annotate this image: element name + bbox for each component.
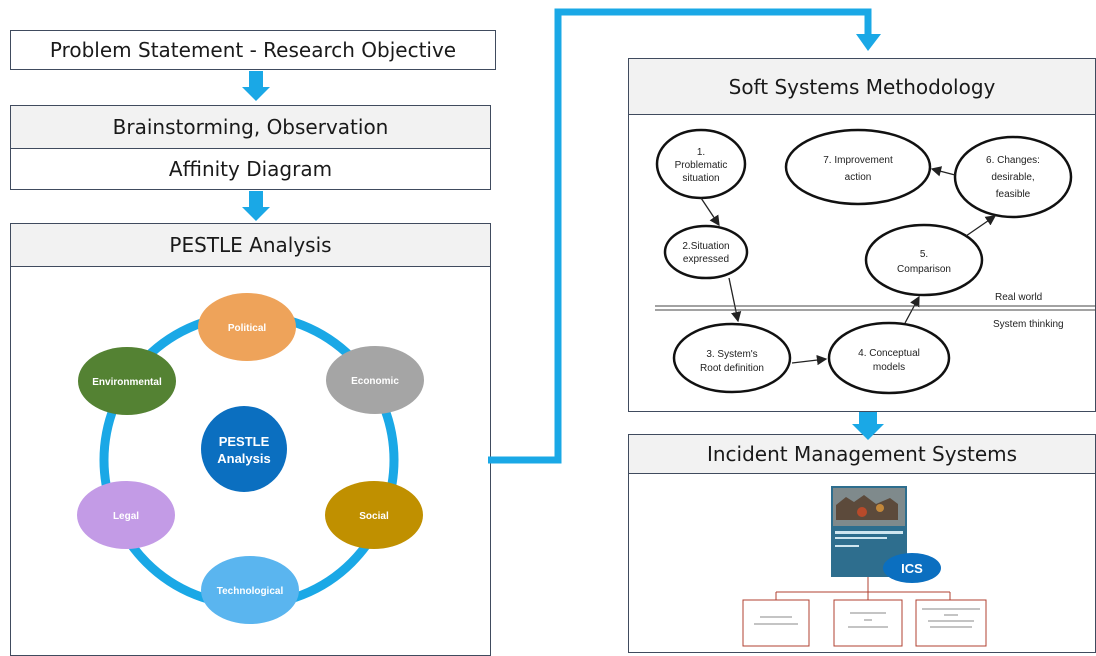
ssm-stage-6-line1: 6. Changes: (986, 155, 1040, 166)
connector-pestle-to-ssm (488, 8, 872, 464)
ics-book-cover (831, 486, 907, 577)
ssm-stage-4-line2: models (873, 362, 905, 373)
ssm-stage-6 (953, 135, 1073, 219)
ics-org-scribbles (754, 608, 980, 628)
social-ellipse (325, 481, 423, 549)
affinity-diagram-label: Affinity Diagram (168, 157, 333, 181)
political-label: Political (228, 323, 267, 334)
social-label: Social (359, 511, 389, 522)
ssm-stage-3 (672, 322, 792, 394)
ssm-stage-4 (827, 321, 951, 395)
ssm-stage-3-line1: 3. System's (706, 349, 757, 360)
pestle-title: PESTLE Analysis (169, 233, 332, 257)
ssm-stage-6-line2: desirable, (991, 172, 1034, 183)
ssm-real-world-label: Real world (995, 292, 1042, 303)
ims-header: Incident Management Systems (628, 434, 1096, 474)
ssm-stage-5 (864, 223, 984, 297)
ssm-stage-2 (663, 224, 749, 280)
ssm-stage-5-line1: 5. (920, 249, 928, 260)
technological-ellipse (201, 556, 299, 624)
pestle-center-line1: PESTLE (219, 434, 270, 449)
technological-label: Technological (217, 586, 284, 597)
ssm-stage-6-line3: feasible (996, 189, 1031, 200)
ics-org-box-middle (833, 599, 903, 647)
ics-badge-label: ICS (901, 561, 923, 576)
economic-label: Economic (351, 376, 399, 387)
ssm-stage-2-line2: expressed (683, 254, 729, 265)
down-arrow-3 (852, 412, 884, 440)
ssm-stage-5-line2: Comparison (897, 264, 951, 275)
ssm-stage-2-line1: 2.Situation (682, 241, 729, 252)
environmental-label: Environmental (92, 377, 162, 388)
affinity-diagram-box: Affinity Diagram (10, 148, 491, 190)
legal-ellipse (77, 481, 175, 549)
ssm-stage-4-line1: 4. Conceptual (858, 348, 920, 359)
ims-title: Incident Management Systems (706, 442, 1018, 466)
pestle-center-line2: Analysis (217, 451, 270, 466)
ics-org-box-left (742, 599, 810, 647)
ics-badge (883, 553, 941, 583)
down-arrow-1 (242, 71, 270, 101)
problem-statement-label: Problem Statement - Research Objective (49, 38, 457, 62)
brainstorming-label: Brainstorming, Observation (112, 115, 389, 139)
ssm-system-thinking-label: System thinking (993, 319, 1064, 330)
ssm-stage-1-line1: 1. (697, 147, 705, 158)
pestle-center (201, 406, 287, 492)
ics-org-lines (775, 577, 951, 600)
ssm-stage-7-line1: 7. Improvement (823, 155, 893, 166)
ssm-stage-7 (784, 128, 932, 206)
pestle-header: PESTLE Analysis (10, 223, 491, 267)
environmental-ellipse (78, 347, 176, 415)
legal-label: Legal (113, 511, 139, 522)
economic-ellipse (326, 346, 424, 414)
ssm-stage-7-line2: action (845, 172, 872, 183)
political-ellipse (198, 293, 296, 361)
ssm-title: Soft Systems Methodology (728, 74, 996, 99)
ssm-header: Soft Systems Methodology (628, 58, 1096, 115)
connector-arrowhead (856, 34, 881, 51)
down-arrow-2 (242, 191, 270, 221)
ics-org-box-right (915, 599, 987, 647)
ssm-stage-3-line2: Root definition (700, 363, 764, 374)
ssm-stage-1-line2: Problematic (675, 160, 728, 171)
ssm-stage-1-line3: situation (682, 173, 719, 184)
problem-statement-box: Problem Statement - Research Objective (10, 30, 496, 70)
